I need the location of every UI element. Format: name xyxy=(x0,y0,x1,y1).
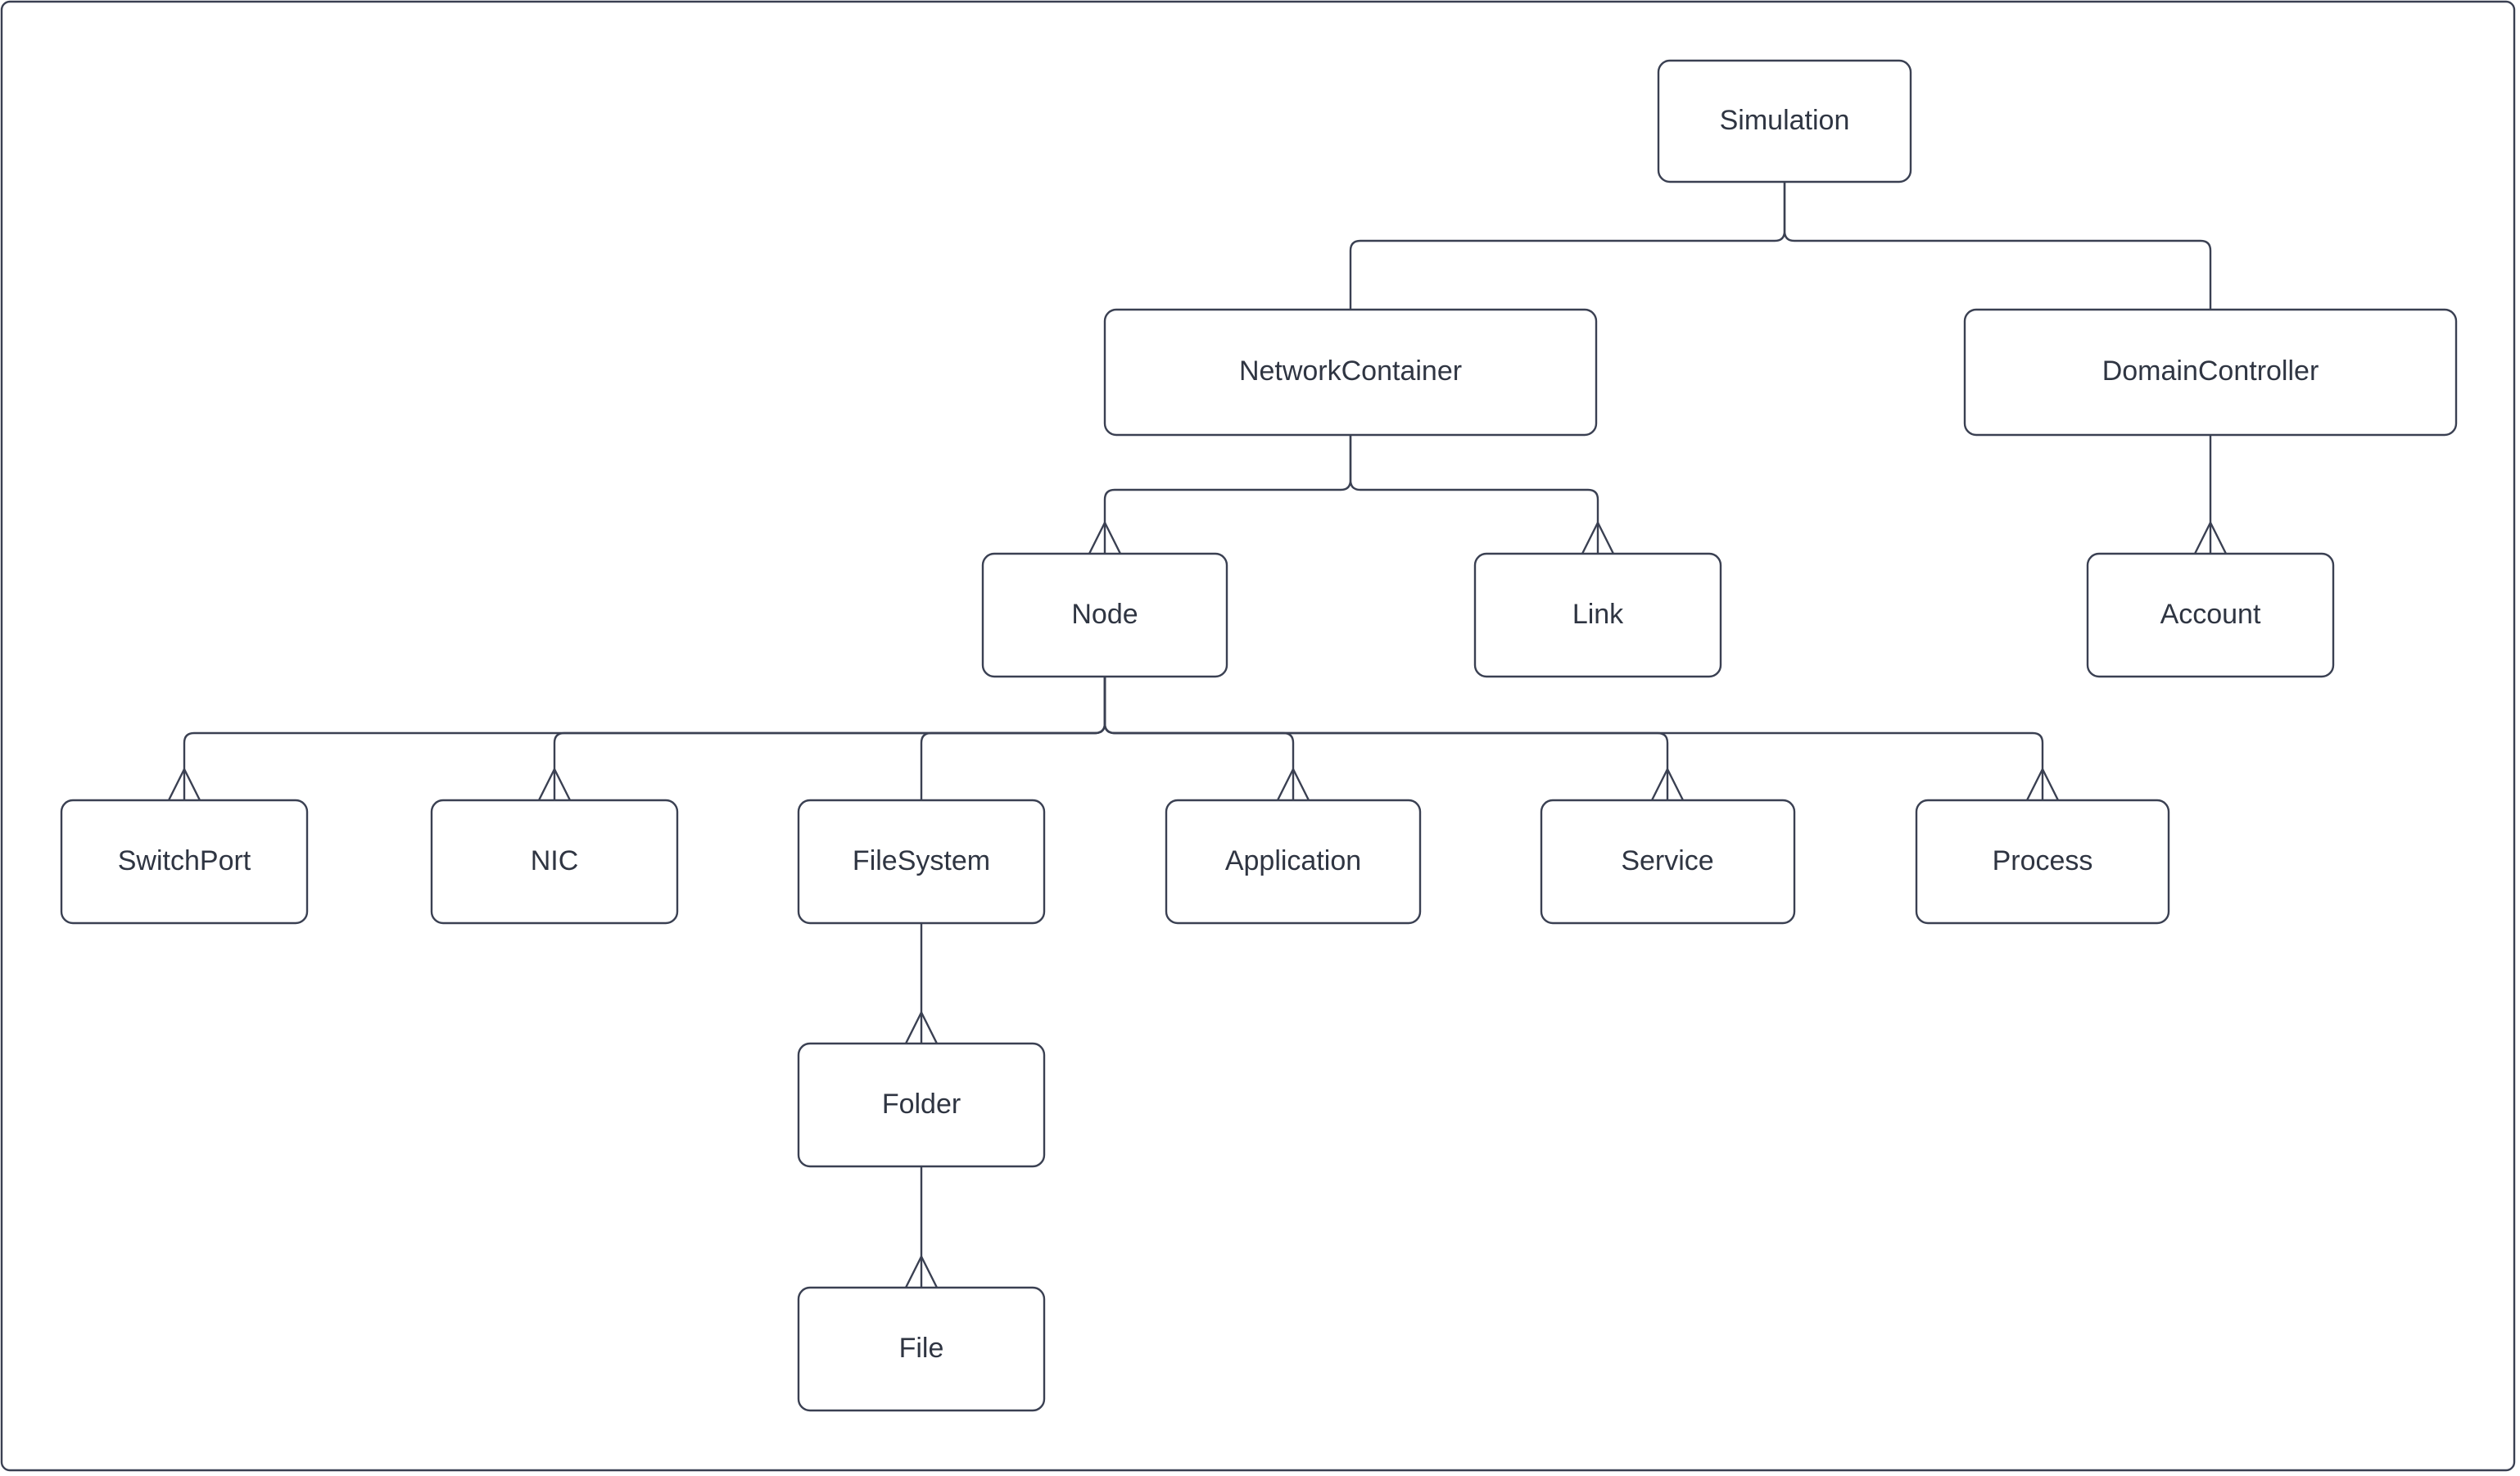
class-label-switchport: SwitchPort xyxy=(118,845,251,876)
class-node-nic[interactable]: NIC xyxy=(430,799,679,925)
edge-networkcontainer-link xyxy=(1349,435,1615,555)
edge-line xyxy=(920,677,1106,800)
class-box-process[interactable] xyxy=(1915,799,2170,925)
class-box-application[interactable] xyxy=(1165,799,1422,925)
edge-line xyxy=(1103,677,2044,800)
class-node-filesystem[interactable]: FileSystem xyxy=(797,799,1046,925)
generalization-arrowhead xyxy=(1088,520,1122,555)
edge-domaincontroller-account xyxy=(2193,435,2228,555)
class-node-network_container[interactable]: NetworkContainer xyxy=(1103,308,1598,437)
edge-folder-file xyxy=(904,1166,939,1288)
edge-line xyxy=(1349,435,1599,554)
edge-line xyxy=(1103,435,1352,554)
class-box-filesystem[interactable] xyxy=(797,799,1046,925)
edge-sim-domaincontroller xyxy=(1783,182,2212,310)
class-node-file[interactable]: File xyxy=(797,1286,1046,1412)
class-label-service: Service xyxy=(1621,845,1713,876)
class-box-folder[interactable] xyxy=(797,1042,1046,1168)
class-node-process[interactable]: Process xyxy=(1915,799,2170,925)
class-node-application[interactable]: Application xyxy=(1165,799,1422,925)
class-node-simulation[interactable]: Simulation xyxy=(1657,59,1912,183)
class-box-domain_controller[interactable] xyxy=(1963,308,2458,437)
class-label-link: Link xyxy=(1572,599,1624,630)
generalization-arrowhead xyxy=(1650,767,1685,801)
class-label-application: Application xyxy=(1225,845,1361,876)
edge-node-process xyxy=(1103,677,2060,801)
generalization-arrowhead xyxy=(1276,767,1310,801)
generalization-arrowhead xyxy=(904,1254,939,1288)
generalization-arrowhead xyxy=(1581,520,1615,555)
generalization-arrowhead xyxy=(2025,767,2060,801)
generalization-arrowhead xyxy=(167,767,201,801)
class-label-node: Node xyxy=(1071,599,1138,630)
class-label-process: Process xyxy=(1993,845,2093,876)
class-node-service[interactable]: Service xyxy=(1540,799,1796,925)
edges-layer xyxy=(167,182,2228,1288)
class-label-network_container: NetworkContainer xyxy=(1239,355,1462,387)
class-box-account[interactable] xyxy=(2086,552,2335,678)
edge-node-filesystem xyxy=(920,677,1106,800)
generalization-arrowhead xyxy=(2193,520,2228,555)
class-label-simulation: Simulation xyxy=(1720,105,1850,136)
class-node-switchport[interactable]: SwitchPort xyxy=(60,799,309,925)
class-label-folder: Folder xyxy=(882,1089,961,1120)
generalization-arrowhead xyxy=(537,767,572,801)
class-node-account[interactable]: Account xyxy=(2086,552,2335,678)
class-node-domain_controller[interactable]: DomainController xyxy=(1963,308,2458,437)
class-label-nic: NIC xyxy=(531,845,579,876)
edge-line xyxy=(1349,182,1786,310)
class-label-domain_controller: DomainController xyxy=(2102,355,2319,387)
generalization-arrowhead xyxy=(904,1010,939,1044)
edge-filesystem-folder xyxy=(904,923,939,1044)
class-box-service[interactable] xyxy=(1540,799,1796,925)
edge-line xyxy=(1783,182,2212,310)
class-box-network_container[interactable] xyxy=(1103,308,1598,437)
class-label-account: Account xyxy=(2160,599,2261,630)
class-box-node[interactable] xyxy=(981,552,1228,678)
class-label-file: File xyxy=(899,1333,944,1364)
class-node-link[interactable]: Link xyxy=(1473,552,1722,678)
class-label-filesystem: FileSystem xyxy=(853,845,990,876)
class-node-node[interactable]: Node xyxy=(981,552,1228,678)
class-box-switchport[interactable] xyxy=(60,799,309,925)
class-box-link[interactable] xyxy=(1473,552,1722,678)
class-box-simulation[interactable] xyxy=(1657,59,1912,183)
class-box-nic[interactable] xyxy=(430,799,679,925)
edge-networkcontainer-node xyxy=(1088,435,1352,555)
edge-sim-networkcontainer xyxy=(1349,182,1786,310)
class-box-file[interactable] xyxy=(797,1286,1046,1412)
class-node-folder[interactable]: Folder xyxy=(797,1042,1046,1168)
